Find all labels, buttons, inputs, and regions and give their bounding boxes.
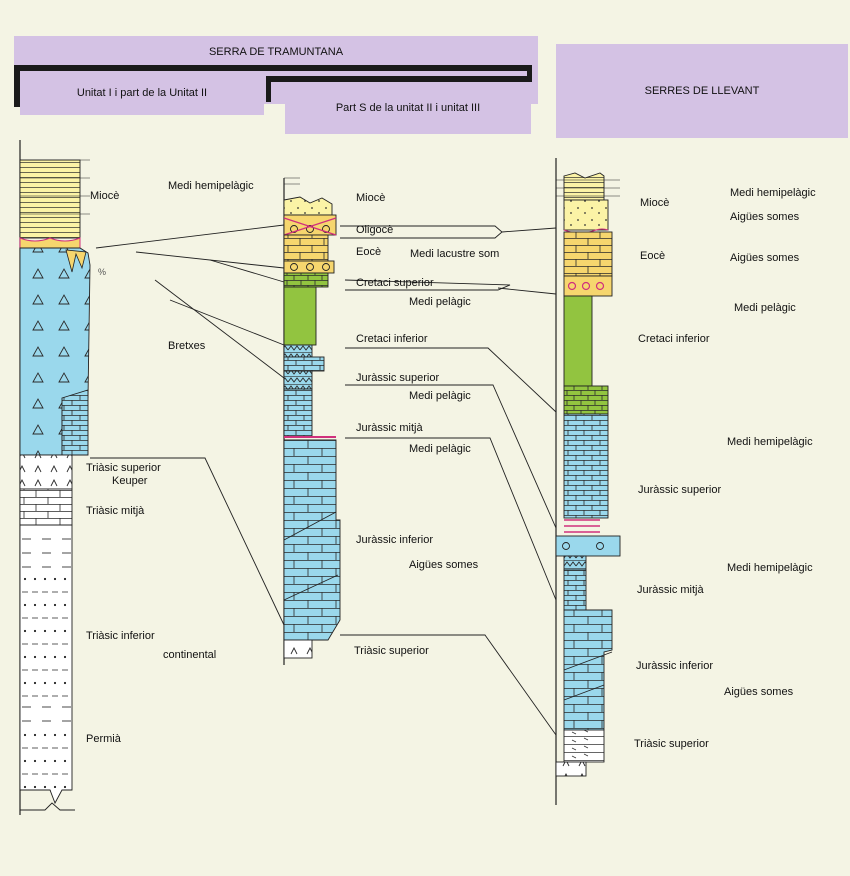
col2-jurassic-mitja: Juràssic mitjà: [356, 422, 423, 434]
col2-cretaci-inferior: Cretaci inferior: [356, 333, 428, 345]
col3-aigues-somes-2: Aigües somes: [730, 252, 800, 264]
col3-cretaci-inferior: Cretaci inferior: [638, 333, 710, 345]
column-2: [283, 177, 341, 665]
correlation-lines: [90, 224, 557, 736]
header-unitat-1: Unitat I i part de la Unitat II: [20, 71, 264, 115]
col3-mioce: Miocè: [640, 197, 670, 209]
col2-oligoce: Oligocè: [356, 224, 394, 236]
col2-medi-pelagic-3: Medi pelàgic: [409, 443, 471, 455]
header-bar-left-drop: [14, 65, 20, 107]
col1-triasic-mitja: Triàsic mitjà: [86, 505, 145, 517]
col2-medi-pelagic-1: Medi pelàgic: [409, 296, 471, 308]
col1-triasic-superior: Triàsic superior: [86, 462, 161, 474]
header-unitat-1-text: Unitat I i part de la Unitat II: [76, 87, 208, 99]
col2-medi-pelagic-2: Medi pelàgic: [409, 390, 471, 402]
svg-text:%: %: [98, 267, 106, 277]
header-serra-tramuntana-text: SERRA DE TRAMUNTANA: [208, 46, 344, 58]
col2-aigues-somes: Aigües somes: [409, 559, 479, 571]
col1-mioce: Miocè: [90, 190, 120, 202]
col2-triasic-superior: Triàsic superior: [354, 645, 429, 657]
header-unitat-2-text: Part S de la unitat II i unitat III: [335, 102, 481, 114]
col1-triasic-inferior: Triàsic inferior: [86, 630, 155, 642]
header-serres-llevant-text: SERRES DE LLEVANT: [644, 85, 760, 97]
col2-jurassic-superior: Juràssic superior: [356, 372, 440, 384]
col1-medi-hemipelagic: Medi hemipelàgic: [168, 180, 254, 192]
col3-jurassic-inferior: Juràssic inferior: [636, 660, 714, 672]
col3-eoce: Eocè: [640, 250, 666, 262]
col3-aigues-somes-3: Aigües somes: [724, 686, 794, 698]
header-serres-llevant: SERRES DE LLEVANT: [556, 44, 848, 138]
col2-mioce: Miocè: [356, 192, 386, 204]
col1-bretxes: Bretxes: [168, 340, 206, 352]
col3-medi-hemipelagic-1: Medi hemipelàgic: [730, 187, 816, 199]
header-unitat-2: Part S de la unitat II i unitat III: [285, 82, 531, 134]
header-bar: [14, 65, 532, 71]
col3-triasic-superior: Triàsic superior: [634, 738, 709, 750]
col2-medi-lacustre: Medi lacustre som: [410, 248, 500, 260]
unitat-2-bar: [266, 76, 532, 82]
col2-cretaci-superior: Cretaci superior: [356, 277, 434, 289]
column-1: %: [19, 140, 106, 815]
col1-keuper: Keuper: [112, 475, 148, 487]
col3-medi-hemipelagic-3: Medi hemipelàgic: [727, 562, 813, 574]
col2-eoce: Eocè: [356, 246, 382, 258]
column-3: [555, 158, 621, 805]
col2-jurassic-inferior: Juràssic inferior: [356, 534, 434, 546]
col1-continental: continental: [163, 649, 217, 661]
unitat-2-bar-drop: [266, 76, 271, 102]
col3-medi-hemipelagic-2: Medi hemipelàgic: [727, 436, 813, 448]
col1-permia: Permià: [86, 733, 121, 745]
col3-aigues-somes-1: Aigües somes: [730, 211, 800, 223]
col3-jurassic-mitja: Juràssic mitjà: [637, 584, 704, 596]
col3-jurassic-superior: Juràssic superior: [638, 484, 722, 496]
col3-medi-pelagic: Medi pelàgic: [734, 302, 796, 314]
header-bar-right-drop: [527, 65, 532, 79]
